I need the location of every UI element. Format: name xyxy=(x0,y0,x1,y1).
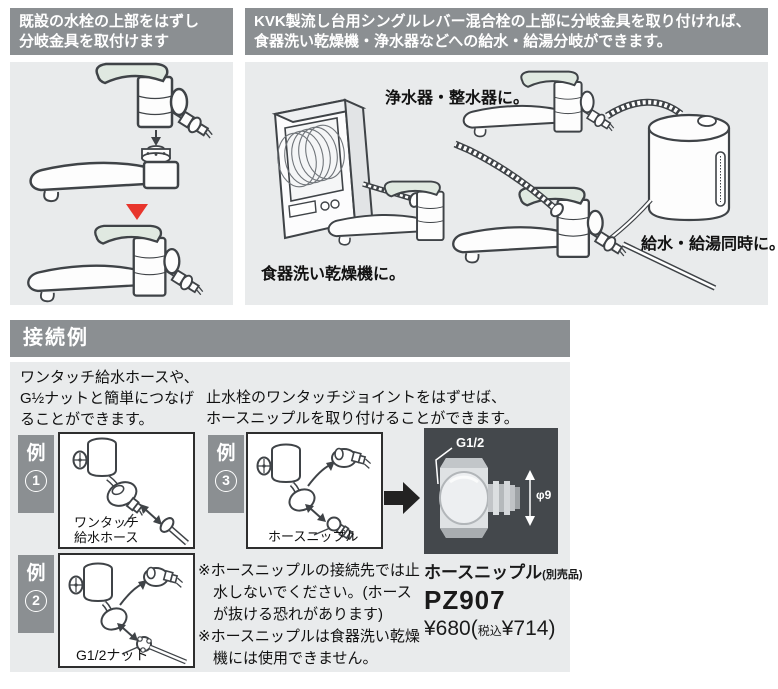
left-header-line1: 既設の水栓の上部をはずし xyxy=(19,13,200,30)
hose-nipple-photo: G1/2 φ9 xyxy=(424,428,558,554)
left-instruction-header: 既設の水栓の上部をはずし 分岐金具を取付けます xyxy=(10,8,233,55)
hose-nipple-illustration xyxy=(256,443,372,541)
product-price: ¥680(税込¥714) xyxy=(424,617,556,640)
example-1-tab: 例 1 xyxy=(18,435,54,513)
example-3-label: ホースニップル xyxy=(268,529,359,544)
example-2-box: G1/2ナット xyxy=(58,553,195,668)
thread-size-label: G1/2 xyxy=(456,435,485,450)
hose-nipple-rendering xyxy=(424,428,558,554)
purifier-label: 浄水器・整水器に。 xyxy=(385,90,530,107)
example-2-tab: 例 2 xyxy=(18,555,54,633)
left-header-line2: 分岐金具を取付けます xyxy=(19,33,170,50)
simultaneous-supply-label: 給水・給湯同時に。 xyxy=(641,236,778,253)
example-3-box: ホースニップル xyxy=(246,432,383,549)
example-1-box: ワンタッチ 給水ホース xyxy=(58,432,195,549)
example-3-number: 3 xyxy=(215,470,237,492)
connection-examples-panel: ワンタッチ給水ホースや、 G½ナットと簡単につなげ ることができます。 止水栓の… xyxy=(10,362,582,672)
right-instruction-header: KVK製流し台用シングルレバー混合栓の上部に分岐金具を取り付ければ、 食器洗い乾… xyxy=(245,8,768,55)
caution-notes: ※ホースニップルの接続先では止水しないでください。(ホースが抜ける恐れがあります… xyxy=(198,560,426,670)
lead-text-right: 止水栓のワンタッチジョイントをはずせば、 ホースニップルを取り付けることができま… xyxy=(206,389,519,427)
usage-examples-illustration xyxy=(271,62,731,291)
caution-note-1: ※ホースニップルの接続先では止水しないでください。(ホースが抜ける恐れがあります… xyxy=(198,562,420,623)
example-1-number: 1 xyxy=(25,470,47,492)
right-header-line2: 食器洗い乾燥機・浄水器などへの給水・給湯分岐ができます。 xyxy=(254,33,672,50)
faucet-replacement-illustration-panel xyxy=(10,62,233,305)
faucet-replacement-illustration xyxy=(10,62,218,305)
usage-examples-illustration-panel: 浄水器・整水器に。 食器洗い乾燥機に。 給水・給湯同時に。 xyxy=(245,62,778,305)
example-1-label: ワンタッチ 給水ホース xyxy=(74,515,140,545)
example-3-tab: 例 3 xyxy=(208,435,244,513)
black-right-arrow xyxy=(384,482,420,514)
g-half-nut-illustration xyxy=(68,562,187,665)
red-down-arrow xyxy=(126,204,148,220)
connection-examples-section-title: 接続例 xyxy=(10,320,570,357)
product-name-note: (別売品) xyxy=(542,569,583,581)
product-name: ホースニップル(別売品) xyxy=(424,563,583,582)
right-header-line1: KVK製流し台用シングルレバー混合栓の上部に分岐金具を取り付ければ、 xyxy=(254,13,751,30)
one-touch-hose-illustration xyxy=(72,437,189,546)
product-info: ホースニップル(別売品) PZ907 ¥680(税込¥714) xyxy=(424,558,582,641)
lead-text-left: ワンタッチ給水ホースや、 G½ナットと簡単につなげ ることができます。 xyxy=(20,369,199,428)
example-2-label: G1/2ナット xyxy=(76,647,149,663)
dishwasher-label: 食器洗い乾燥機に。 xyxy=(261,266,406,283)
caution-note-2: ※ホースニップルは食器洗い乾燥機には使用できません。 xyxy=(198,628,420,667)
diameter-label: φ9 xyxy=(536,488,552,502)
example-2-number: 2 xyxy=(25,590,47,612)
product-model: PZ907 xyxy=(424,585,506,615)
